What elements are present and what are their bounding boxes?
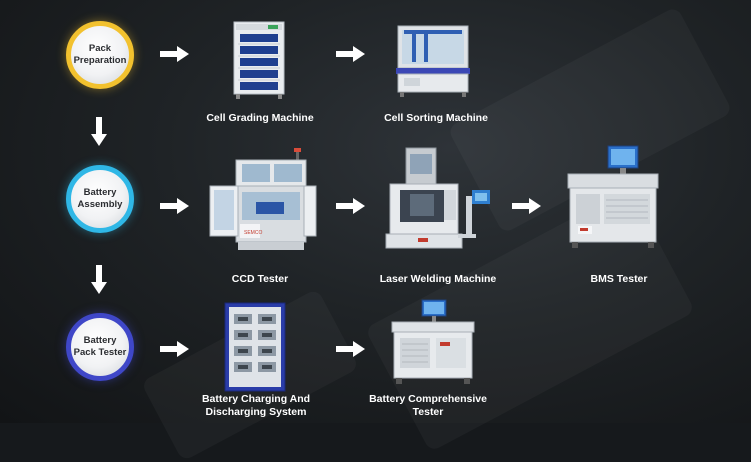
svg-text:SEMCO: SEMCO (244, 230, 262, 236)
down-arrow-icon (91, 117, 107, 147)
cell-sorting-machine-image (394, 24, 472, 98)
machine-label: Cell Sorting Machine (384, 112, 488, 124)
down-arrow-icon (91, 265, 107, 295)
bms-tester-image (564, 144, 662, 250)
stage-label: Pack Preparation (73, 43, 127, 66)
right-arrow-icon (336, 198, 366, 214)
ccd-tester-image: SEMCO (208, 148, 318, 254)
right-arrow-icon (512, 198, 542, 214)
laser-welding-machine-image (382, 146, 494, 254)
cell-grading-machine-image (232, 20, 286, 100)
right-arrow-icon (160, 198, 190, 214)
charging-discharging-system-image (224, 302, 286, 392)
stage-label: Battery Pack Tester (73, 335, 127, 358)
machine-label: Battery Comprehensive Tester (369, 393, 487, 418)
machine-label: Laser Welding Machine (379, 273, 497, 285)
right-arrow-icon (336, 46, 366, 62)
stage-label: Battery Assembly (77, 187, 123, 210)
right-arrow-icon (160, 46, 190, 62)
right-arrow-icon (160, 341, 190, 357)
machine-label: BMS Tester (590, 273, 648, 285)
machine-label: Battery Charging And Discharging System (201, 393, 311, 418)
stage-battery-assembly: Battery Assembly (66, 165, 134, 233)
stage-battery-pack-tester: Battery Pack Tester (66, 313, 134, 381)
machine-label: CCD Tester (231, 273, 289, 285)
stage-pack-preparation: Pack Preparation (66, 21, 134, 89)
right-arrow-icon (336, 341, 366, 357)
machine-label: Cell Grading Machine (206, 112, 314, 124)
comprehensive-tester-image (390, 298, 476, 388)
